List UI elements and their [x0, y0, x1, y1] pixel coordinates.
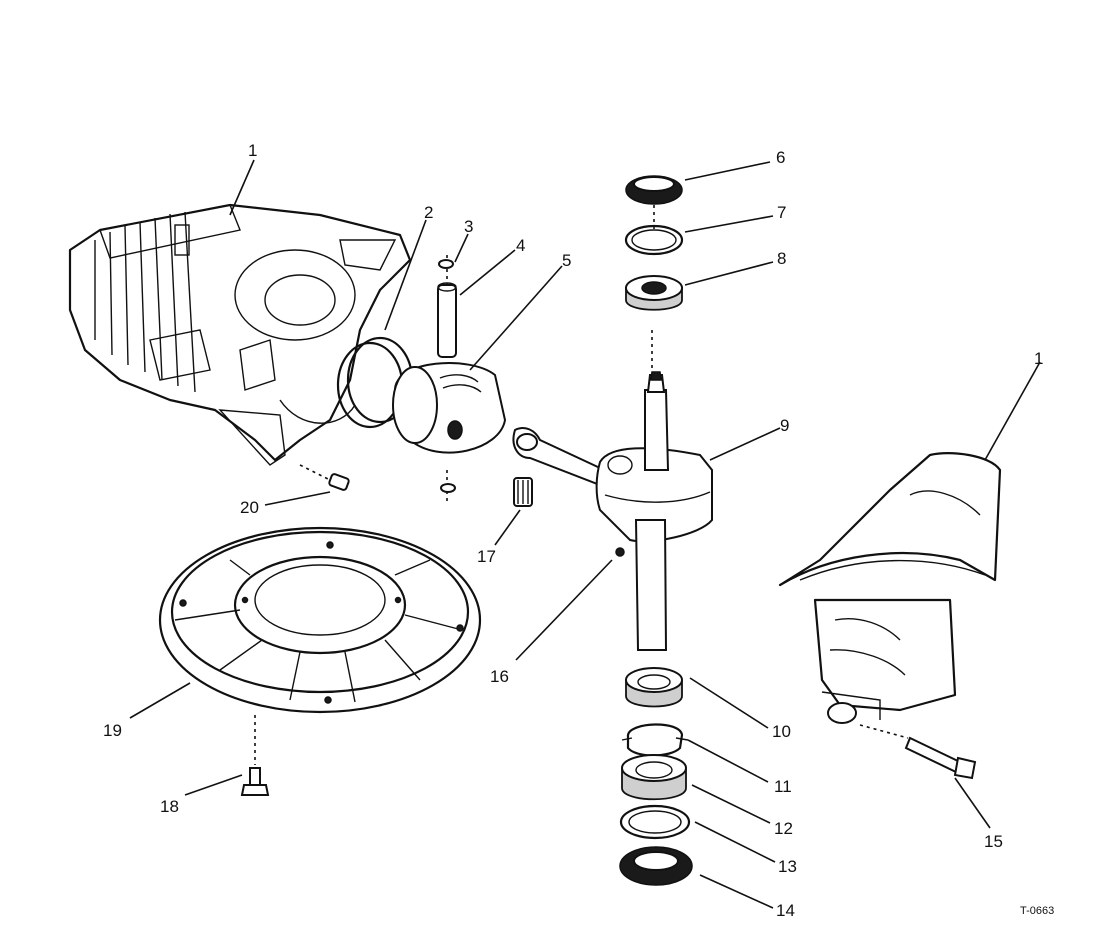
callout-14: 14	[776, 901, 795, 920]
callout-6: 6	[776, 148, 785, 167]
callout-18: 18	[160, 797, 179, 816]
callout-11: 11	[774, 777, 792, 796]
callout-19: 19	[103, 721, 122, 740]
callout-13: 13	[778, 857, 797, 876]
callout-1-left: 1	[248, 141, 257, 160]
callout-5: 5	[562, 251, 571, 270]
dowel-pin-20	[299, 464, 350, 491]
drawing-code: T-0663	[1020, 905, 1054, 917]
callout-9: 9	[780, 416, 789, 435]
callout-8: 8	[777, 249, 786, 268]
bolt-15	[859, 724, 977, 780]
wrist-pin	[437, 255, 457, 505]
callout-4: 4	[516, 236, 525, 255]
callout-3: 3	[464, 217, 473, 236]
upper-seal-stack	[624, 175, 684, 311]
callout-15: 15	[984, 832, 1003, 851]
crankcase-half-right	[778, 452, 1002, 724]
needle-bearing	[513, 477, 533, 507]
lower-seal-stack	[619, 667, 693, 886]
leader-lines	[129, 159, 1041, 909]
callout-16: 16	[490, 667, 509, 686]
callout-10: 10	[772, 722, 791, 741]
piston	[392, 362, 507, 454]
woodruff-key-16	[615, 547, 625, 557]
callout-12: 12	[774, 819, 793, 838]
crankshaft-assembly	[512, 330, 713, 651]
callout-17: 17	[477, 547, 496, 566]
callout-20: 20	[240, 498, 259, 517]
callout-2: 2	[424, 203, 433, 222]
screw-18	[240, 715, 270, 796]
callout-1-right: 1	[1034, 349, 1043, 368]
callout-labels: 1 1 2 3 4 5 6 7 8 9 10 11 12 13 14 15 16…	[103, 141, 1043, 920]
callout-7: 7	[777, 203, 786, 222]
cylinder-crankcase-assembly	[68, 203, 412, 466]
crankcase-cover-plate	[158, 526, 482, 714]
